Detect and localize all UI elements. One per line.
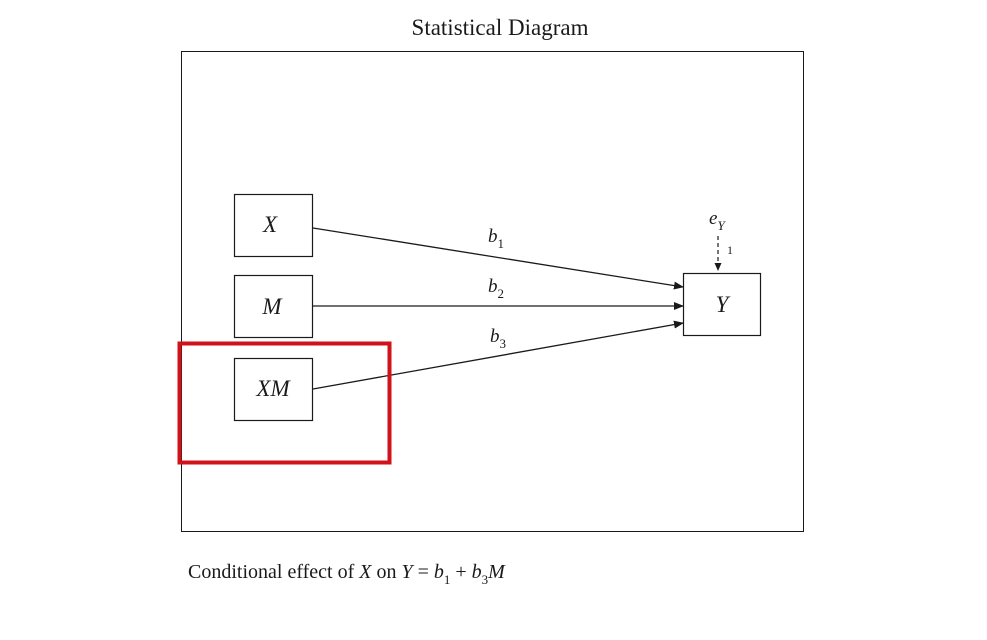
diagram-frame	[181, 51, 804, 532]
node-m: M	[233, 274, 314, 339]
node-x-label: X	[262, 212, 278, 237]
node-xm-box	[233, 357, 314, 422]
path-xm-to-y	[312, 320, 684, 390]
error-loading-label: 1	[727, 243, 733, 257]
node-y: Y	[682, 272, 762, 337]
path-x-to-y	[312, 227, 684, 290]
highlight-box-xm	[177, 341, 392, 465]
node-x-box	[233, 193, 314, 258]
node-y-label: Y	[716, 292, 731, 317]
node-m-label: M	[261, 294, 283, 319]
diagram-title: Statistical Diagram	[412, 15, 589, 40]
node-m-box	[233, 274, 314, 339]
error-term-label: eY	[709, 208, 726, 233]
node-xm-label: XM	[255, 376, 291, 401]
path-label-b1: b1	[488, 226, 504, 251]
conditional-effect-caption: Conditional effect of X on Y = b1 + b3M	[188, 561, 506, 587]
path-label-b2: b2	[488, 276, 504, 301]
node-xm: XM	[233, 357, 314, 422]
node-x: X	[233, 193, 314, 258]
path-label-b3: b3	[490, 326, 506, 351]
